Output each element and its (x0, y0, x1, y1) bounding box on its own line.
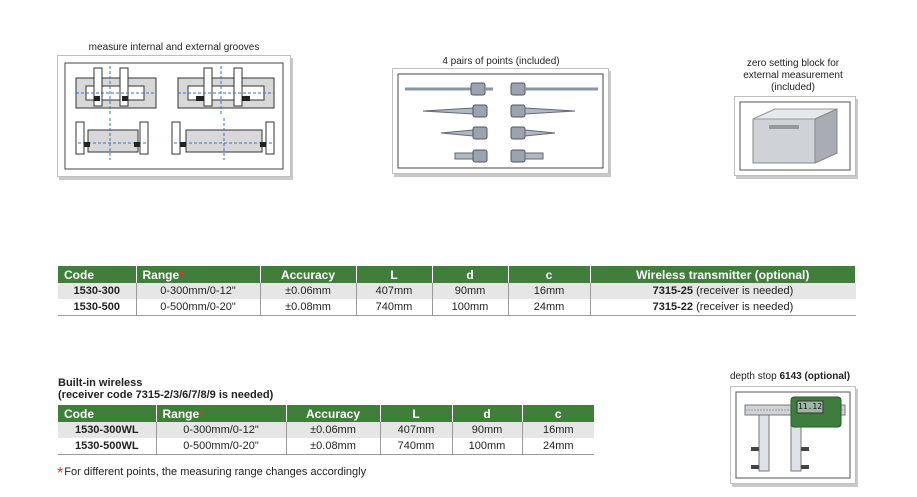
spec-table-wireless: Code Range* Accuracy L d c 1530-300WL 0-… (58, 405, 594, 455)
depth-stop-prefix: depth stop (729, 371, 780, 382)
zero-block-illustration (734, 96, 856, 176)
cell-c: 24mm (508, 299, 591, 316)
zero-block-caption-line-2: external measurement (743, 70, 843, 81)
cell-d: 100mm (432, 299, 509, 316)
footnote: *For different points, the measuring ran… (57, 465, 366, 483)
cell-accuracy: ±0.06mm (286, 422, 381, 438)
depth-stop-suffix: (optional) (801, 371, 851, 382)
zero-block-caption-line-3: (included) (771, 82, 815, 93)
depth-stop-code: 6143 (779, 371, 802, 382)
spec-table-standard: Code Range* Accuracy L d c Wireless tran… (58, 266, 856, 316)
col-header-accuracy: Accuracy (260, 266, 357, 283)
points-illustration (392, 68, 609, 174)
cell-code: 1530-500WL (58, 438, 157, 455)
cell-code: 1530-300WL (58, 422, 157, 438)
cell-range: 0-500mm/0-20" (156, 438, 287, 455)
table-row: 1530-300 0-300mm/0-12" ±0.06mm 407mm 90m… (58, 283, 856, 299)
wt-note: (receiver is needed) (693, 301, 794, 313)
depth-stop-image (735, 391, 851, 479)
col-header-L: L (380, 405, 453, 422)
col-header-c: c (522, 405, 594, 422)
col-header-range: Range* (156, 405, 287, 422)
wireless-section-title: Built-in wireless (receiver code 7315-2/… (58, 377, 273, 401)
cell-d: 90mm (452, 422, 523, 438)
col-header-d: d (432, 266, 509, 283)
zero-block-caption: zero setting block for external measurem… (732, 58, 854, 94)
col-header-d: d (452, 405, 523, 422)
table-header-row: Code Range* Accuracy L d c Wireless tran… (58, 266, 856, 283)
cell-accuracy: ±0.08mm (286, 438, 381, 455)
cell-c: 16mm (522, 422, 594, 438)
depth-stop-caption: depth stop 6143 (optional) (718, 371, 862, 383)
col-header-wireless-transmitter: Wireless transmitter (optional) (590, 266, 856, 283)
col-header-code: Code (58, 266, 137, 283)
points-caption: 4 pairs of points (included) (442, 56, 560, 67)
col-header-range: Range* (136, 266, 261, 283)
cell-d: 90mm (432, 283, 509, 299)
cell-c: 16mm (508, 283, 591, 299)
grooves-illustration (57, 55, 291, 177)
col-header-c: c (508, 266, 591, 283)
table-row: 1530-500 0-500mm/0-20" ±0.08mm 740mm 100… (58, 299, 856, 316)
col-header-code: Code (58, 405, 157, 422)
wireless-title-line-2: (receiver code 7315-2/3/6/7/8/9 is neede… (58, 389, 274, 401)
table-header-row: Code Range* Accuracy L d c (58, 405, 594, 422)
depth-stop-illustration: 11.12 (730, 386, 856, 484)
footnote-text: For different points, the measuring rang… (64, 466, 367, 478)
wt-code: 7315-22 (652, 301, 694, 313)
cell-L: 740mm (380, 438, 453, 455)
cell-L: 740mm (356, 299, 433, 316)
grooves-diagram (64, 62, 284, 170)
col-header-accuracy: Accuracy (286, 405, 381, 422)
table-row: 1530-500WL 0-500mm/0-20" ±0.08mm 740mm 1… (58, 438, 594, 455)
wt-code: 7315-25 (652, 285, 694, 297)
wt-note: (receiver is needed) (693, 285, 794, 297)
cell-wireless-transmitter: 7315-25 (receiver is needed) (590, 283, 856, 299)
cell-range: 0-500mm/0-20" (136, 299, 261, 316)
col-header-L: L (356, 266, 433, 283)
cell-L: 407mm (380, 422, 453, 438)
zero-block-image (739, 101, 851, 171)
footnote-star-mark: * (57, 465, 64, 482)
points-diagram (397, 73, 604, 169)
cell-c: 24mm (522, 438, 594, 455)
range-star-mark: * (199, 406, 204, 421)
cell-accuracy: ±0.06mm (260, 283, 357, 299)
cell-code: 1530-300 (58, 283, 137, 299)
cell-range: 0-300mm/0-12" (156, 422, 287, 438)
cell-L: 407mm (356, 283, 433, 299)
cell-d: 100mm (452, 438, 523, 455)
cell-wireless-transmitter: 7315-22 (receiver is needed) (590, 299, 856, 316)
range-star-mark: * (179, 267, 184, 282)
grooves-caption: measure internal and external grooves (88, 42, 260, 53)
cell-accuracy: ±0.08mm (260, 299, 357, 316)
table-row: 1530-300WL 0-300mm/0-12" ±0.06mm 407mm 9… (58, 422, 594, 438)
cell-code: 1530-500 (58, 299, 137, 316)
zero-block-caption-line-1: zero setting block for (746, 58, 840, 69)
cell-range: 0-300mm/0-12" (136, 283, 261, 299)
lcd-readout: 11.12 (797, 402, 823, 411)
wireless-title-line-1: Built-in wireless (58, 377, 143, 389)
